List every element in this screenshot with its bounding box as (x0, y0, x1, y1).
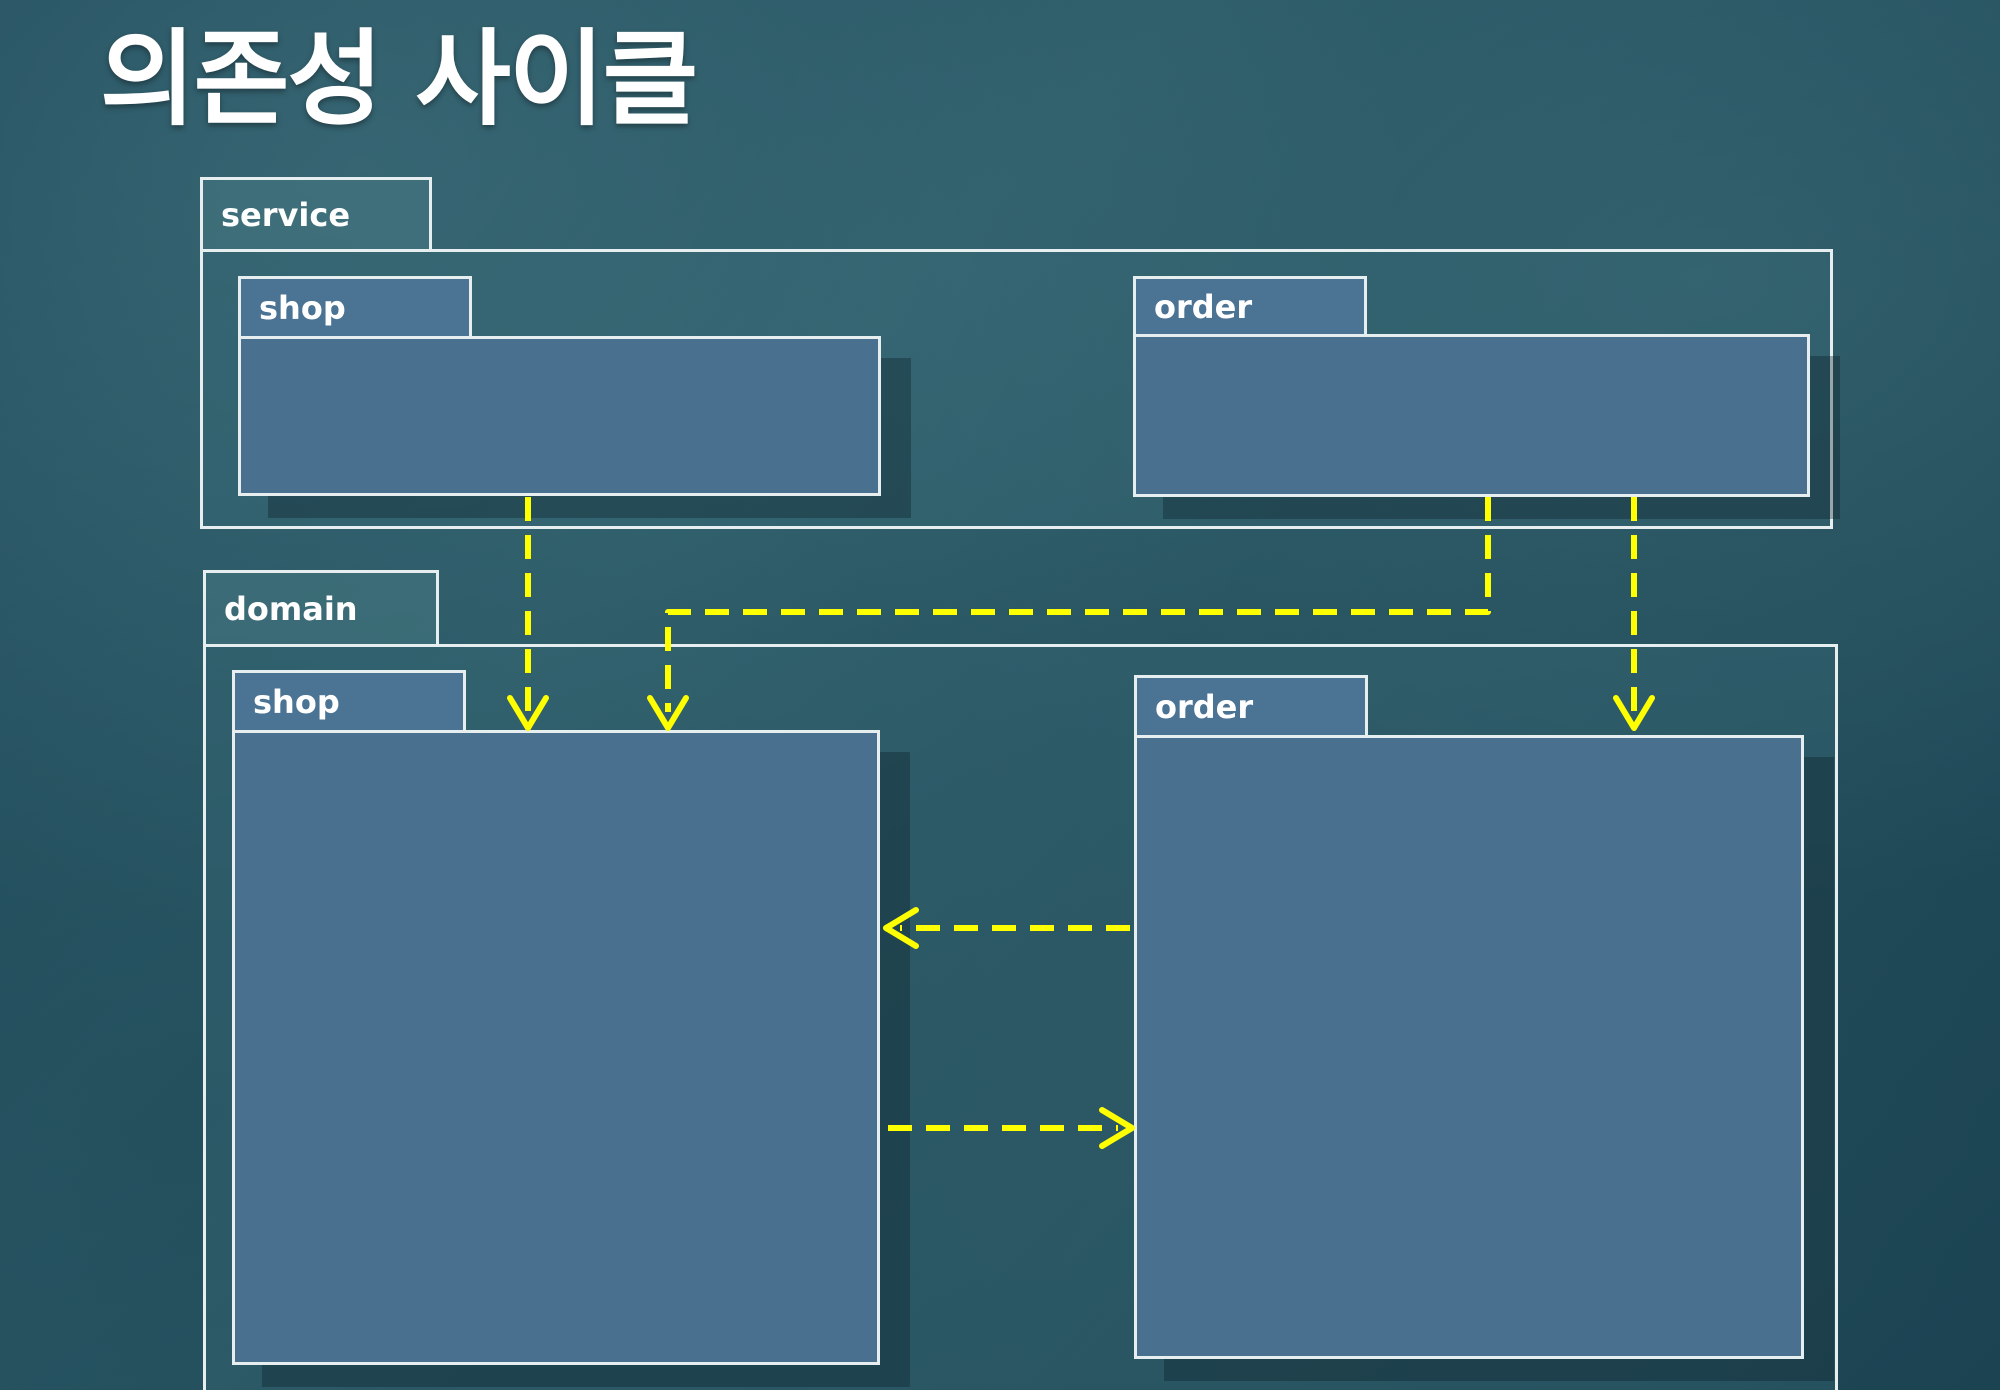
domain-shop-label: shop (253, 682, 340, 721)
service-shop-package (238, 336, 881, 496)
domain-order-package-tab: order (1134, 675, 1368, 735)
service-shop-package-tab: shop (238, 276, 472, 336)
service-order-label: order (1154, 287, 1253, 326)
domain-order-label: order (1155, 687, 1254, 726)
service-package-label: service (221, 195, 351, 234)
domain-package-label: domain (224, 589, 358, 628)
service-order-package (1133, 334, 1810, 497)
service-order-package-tab: order (1133, 276, 1367, 334)
domain-order-package (1134, 735, 1804, 1359)
page-title: 의존성 사이클 (100, 18, 698, 140)
service-shop-label: shop (259, 288, 346, 327)
domain-shop-package-tab: shop (232, 670, 466, 730)
domain-shop-package (232, 730, 880, 1365)
domain-package-tab: domain (203, 570, 439, 644)
service-package-tab: service (200, 177, 432, 249)
